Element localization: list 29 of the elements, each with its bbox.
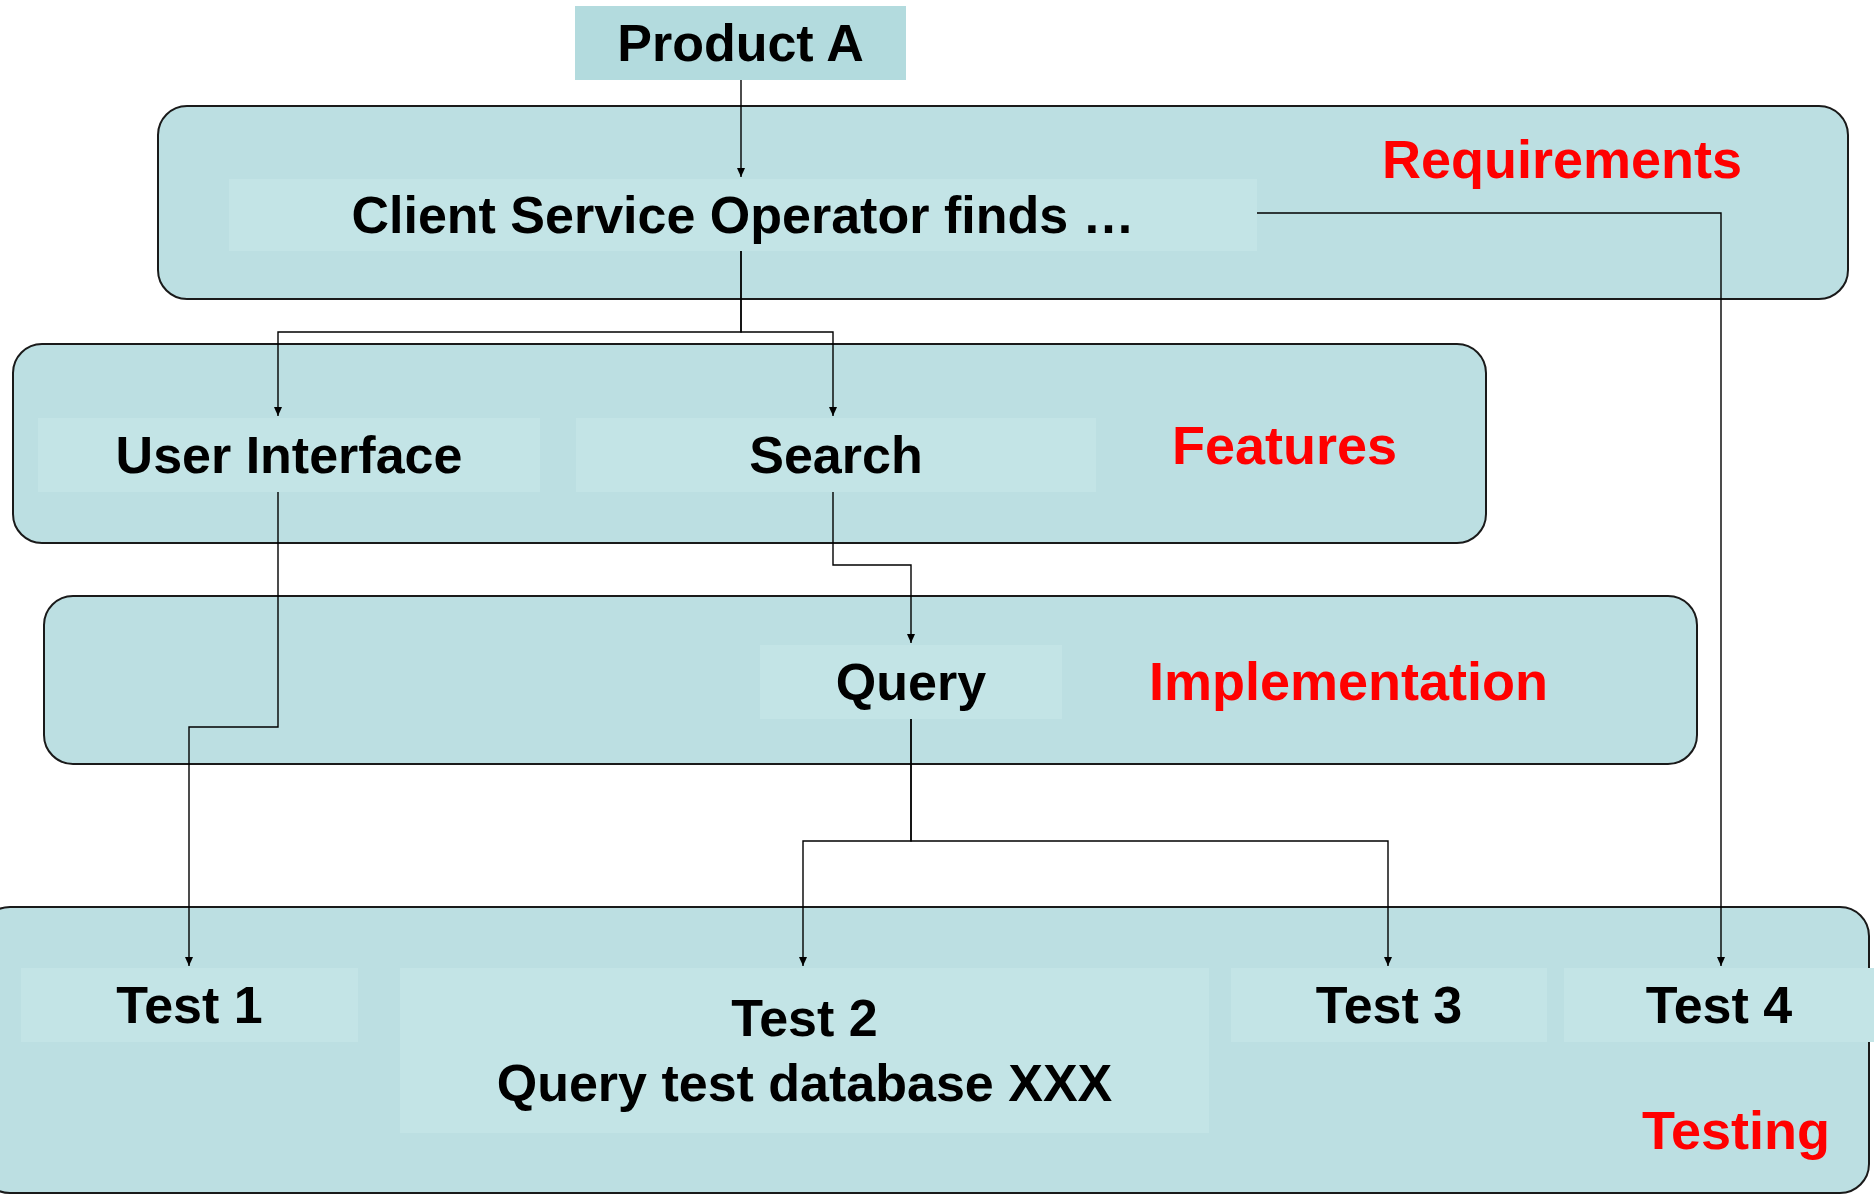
item-description: Query test database XXX [496, 1052, 1113, 1114]
item-title: Search [749, 424, 923, 486]
layer-heading: Requirements [1382, 128, 1743, 191]
item-box [38, 418, 540, 492]
item-title: Product A [617, 12, 864, 74]
arrow [910, 716, 1392, 967]
arrow [740, 248, 837, 417]
item-title: Test 3 [1315, 974, 1463, 1036]
layer-heading: Testing [1642, 1099, 1830, 1162]
item-box [1564, 968, 1874, 1042]
layer-panel [43, 595, 1698, 765]
item-box [576, 418, 1096, 492]
arrow [832, 489, 915, 644]
layer-panel [157, 105, 1849, 300]
item-title: Test 4 [1645, 974, 1793, 1036]
item-title: Query [835, 651, 987, 713]
arrow [1254, 212, 1725, 967]
item-box [229, 179, 1257, 251]
arrow [185, 489, 279, 967]
item-title: Test 1 [116, 974, 263, 1036]
layer-heading: Implementation [1149, 650, 1549, 713]
item-title: User Interface [115, 424, 463, 486]
arrow [737, 79, 745, 178]
item-title: Client Service Operator finds … [351, 184, 1135, 246]
item-box [760, 645, 1062, 719]
layer-panel [12, 343, 1487, 544]
product-box [575, 6, 906, 80]
layer-heading: Features [1172, 414, 1398, 477]
item-title: Test 2 [731, 987, 878, 1049]
